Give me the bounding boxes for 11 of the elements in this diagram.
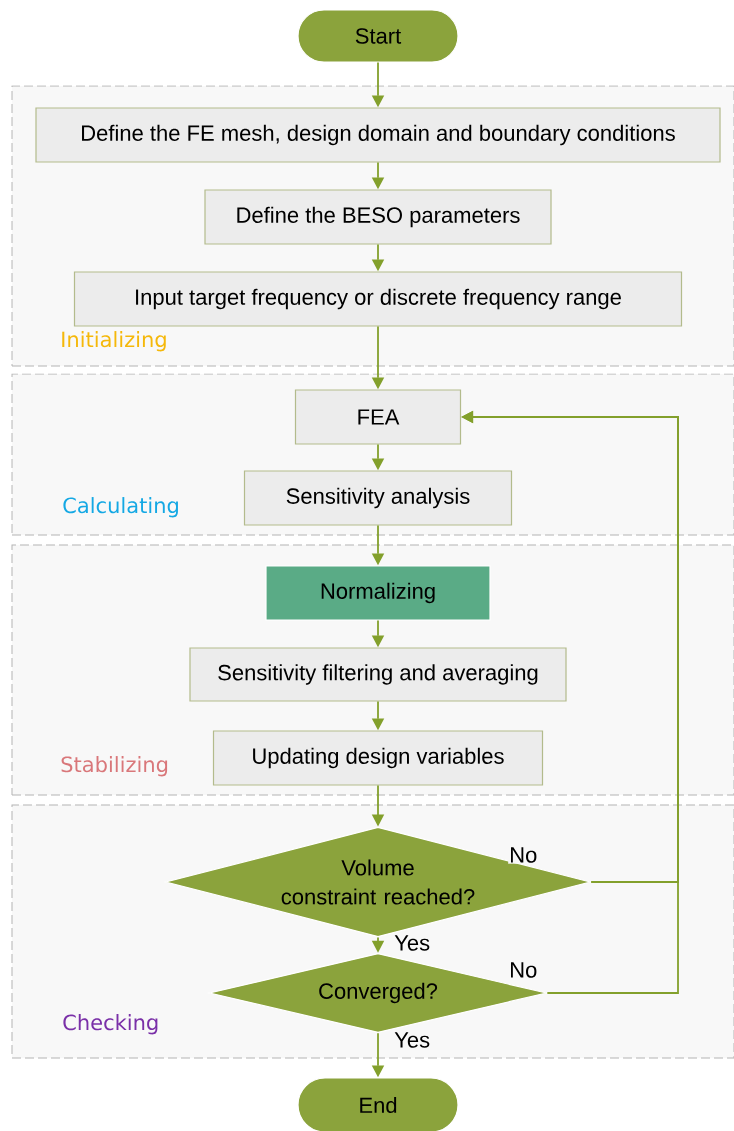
process-box: Input target frequency or discrete frequency range <box>73 271 683 327</box>
process-box: Sensitivity analysis <box>243 470 513 526</box>
edge-label: No <box>508 846 539 864</box>
process-box: Sensitivity filtering and averaging <box>189 647 567 702</box>
process-box: Normalizing <box>265 565 491 621</box>
process-box: Define the BESO parameters <box>204 189 552 245</box>
edge-label: No <box>508 961 539 979</box>
edge-label: Yes <box>393 1031 432 1049</box>
process-box: FEA <box>294 389 462 445</box>
process-box: Define the FE mesh, design domain and boundary conditions <box>35 107 721 163</box>
process-box: Updating design variables <box>212 730 544 786</box>
